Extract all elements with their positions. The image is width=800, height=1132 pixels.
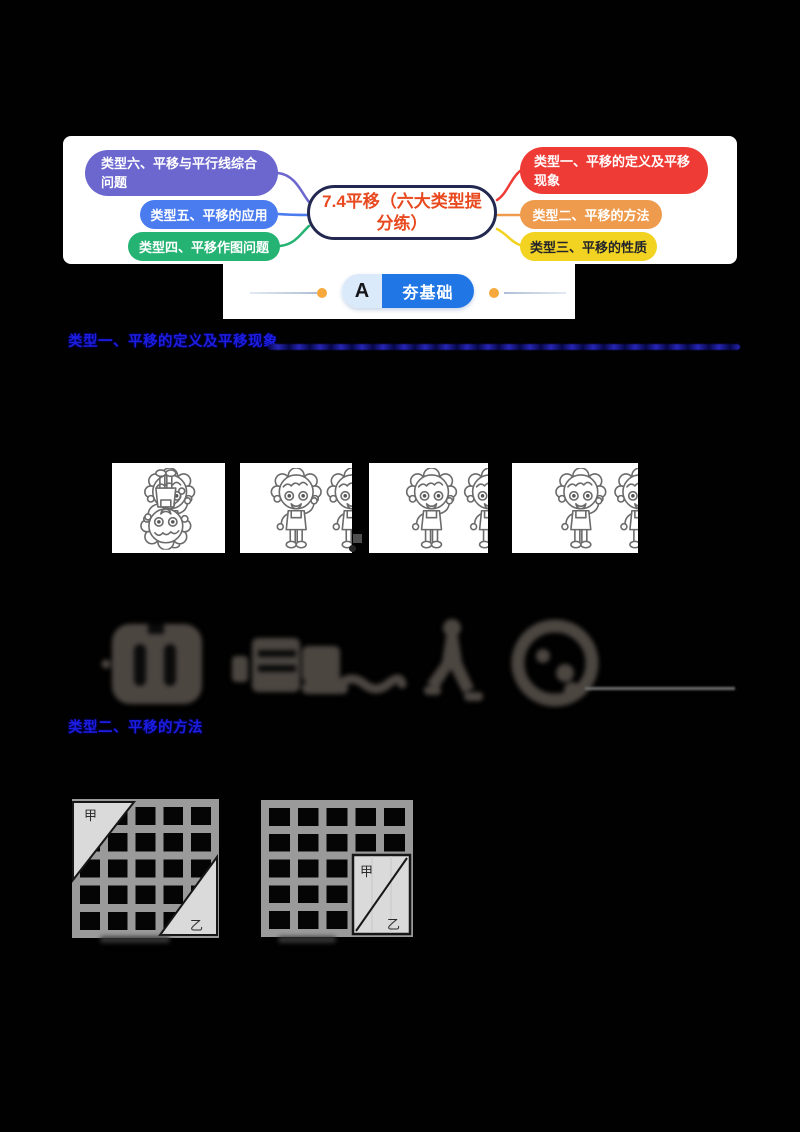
mindmap-node-type5: 类型五、平移的应用 — [140, 200, 278, 229]
option-figure-pair-1 — [240, 463, 352, 553]
mindmap-node-type3: 类型三、平移的性质 — [520, 232, 657, 261]
artifact-smudge-right — [278, 936, 336, 943]
kids-drawing-pair-2 — [369, 463, 488, 553]
option-label-remnant — [353, 534, 362, 543]
blurry-person-icon — [335, 619, 483, 701]
mindmap-node-type1: 类型一、平移的定义及平移现象 — [520, 147, 708, 194]
section-badge-letter: A — [342, 274, 382, 308]
triangle-jia — [72, 801, 137, 883]
blurry-photo-row — [101, 619, 599, 707]
mindmap-node-type6-label: 类型六、平移与平行线综合问题 — [101, 156, 258, 190]
option-label-remnant-dot — [349, 545, 356, 552]
kids-drawing-pair-1 — [240, 463, 352, 553]
triangle-yi-label: 乙 — [190, 918, 203, 933]
blurry-car-icon — [232, 638, 348, 694]
rect-jia-label: 甲 — [360, 864, 373, 879]
mindmap-node-type4-label: 类型四、平移作图问题 — [138, 240, 269, 255]
section-badge-strip: A 夯基础 — [223, 264, 575, 319]
section-badge-label: 夯基础 — [382, 274, 474, 308]
option-figure-rotated-pair — [112, 463, 225, 553]
triangle-yi — [158, 853, 218, 936]
mindmap-node-type1-label: 类型一、平移的定义及平移现象 — [534, 153, 691, 188]
mindmap-node-type2-label: 类型二、平移的方法 — [532, 208, 650, 223]
mindmap-connectors — [276, 169, 522, 248]
badge-right-dot — [489, 288, 499, 298]
option-figure-pair-3 — [512, 463, 638, 553]
mindmap-node-type5-label: 类型五、平移的应用 — [150, 208, 268, 223]
grid-right-overlay: 甲 乙 — [351, 853, 412, 936]
kids-drawing-pair-3 — [512, 463, 638, 553]
blurry-wheel-icon — [511, 619, 599, 707]
grid-left-overlay: 甲 乙 — [72, 801, 218, 936]
heading-type1-underline — [268, 344, 740, 350]
artifact-smudge-left — [100, 936, 170, 943]
badge-right-line — [504, 292, 566, 294]
rectangle-diagonal — [355, 857, 408, 932]
option-figure-pair-2 — [369, 463, 488, 553]
mindmap-center-node: 7.4平移（六大类型提分练） — [307, 185, 497, 240]
kids-drawing-rotated — [112, 463, 225, 553]
triangle-jia-label: 甲 — [84, 808, 97, 823]
blurry-row-baseline — [585, 687, 735, 690]
mindmap-node-type2: 类型二、平移的方法 — [520, 200, 662, 229]
mindmap-panel: 类型六、平移与平行线综合问题 类型五、平移的应用 类型四、平移作图问题 7.4平… — [63, 136, 737, 264]
rect-yi-label: 乙 — [387, 917, 400, 932]
heading-type2: 类型二、平移的方法 — [68, 720, 203, 736]
badge-left-dot — [317, 288, 327, 298]
blurry-elevator-icon — [101, 624, 202, 704]
mindmap-center-title: 7.4平移（六大类型提分练） — [322, 191, 482, 233]
badge-left-line — [250, 292, 317, 294]
mindmap-node-type3-label: 类型三、平移的性质 — [529, 240, 647, 255]
mindmap-node-type6: 类型六、平移与平行线综合问题 — [85, 150, 278, 196]
mindmap-node-type4: 类型四、平移作图问题 — [128, 232, 280, 261]
section-badge: A 夯基础 — [342, 274, 474, 308]
heading-type1: 类型一、平移的定义及平移现象 — [68, 334, 278, 350]
